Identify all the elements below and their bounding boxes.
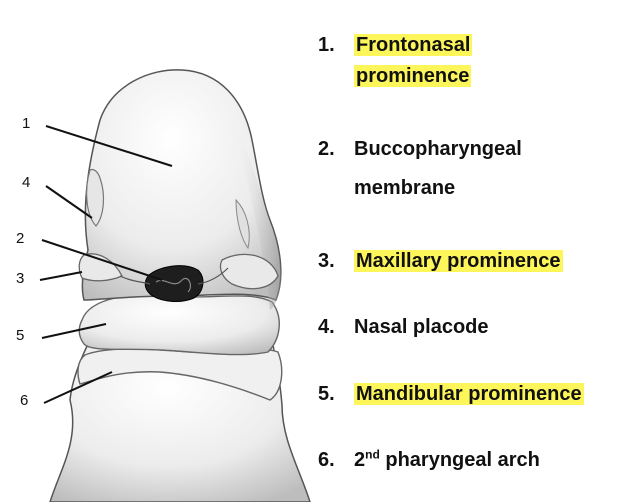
leader-line-2	[41, 239, 163, 281]
leader-line-4	[45, 185, 93, 219]
figure-label-4: 4	[22, 174, 31, 191]
legend-item-3: 3.Maxillary prominence	[318, 250, 563, 272]
leader-line-6	[43, 371, 113, 404]
figure-label-3: 3	[16, 270, 25, 287]
frontonasal-prominence	[81, 69, 282, 301]
legend-text-frontonasal-line1: Frontonasal	[354, 34, 473, 56]
figure-label-6: 6	[20, 392, 29, 409]
legend-text-buccopharyngeal-line1: Buccopharyngeal	[354, 138, 522, 160]
legend-text-pharyngeal-arch: pharyngeal arch	[385, 449, 540, 471]
leader-line-3	[39, 271, 83, 281]
legend-item-4: 4.Nasal placode	[318, 316, 489, 338]
legend-text-ordinal: 2	[354, 449, 366, 471]
legend-text-maxillary: Maxillary prominence	[354, 250, 563, 272]
figure-label-5: 5	[16, 327, 25, 344]
legend-item-5: 5.Mandibular prominence	[318, 383, 584, 405]
leader-line-1	[45, 125, 173, 167]
maxillary-prominence-left	[78, 253, 123, 282]
leader-line-5	[41, 323, 107, 339]
mandibular-prominence	[78, 294, 280, 356]
figure-label-2: 2	[16, 230, 25, 247]
legend-text-ordinal-suffix: nd	[365, 447, 380, 462]
nasal-placode	[86, 168, 105, 227]
legend-item-6: 6.2nd pharyngeal arch	[318, 447, 540, 471]
legend-text-buccopharyngeal-line2: membrane	[354, 177, 456, 199]
legend-text-frontonasal-line2: prominence	[354, 65, 472, 87]
figure-label-1: 1	[22, 115, 31, 132]
legend-text-nasal-placode: Nasal placode	[354, 316, 489, 338]
legend-text-mandibular: Mandibular prominence	[354, 383, 584, 405]
